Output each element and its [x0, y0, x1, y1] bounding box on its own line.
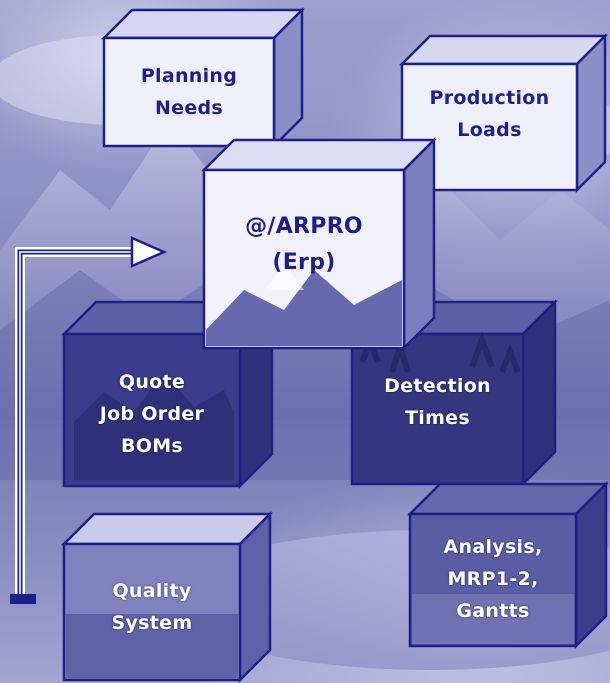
analysis-line2: MRP1-2, [447, 568, 539, 590]
quote-line3: BOMs [120, 435, 184, 457]
quote-line1: Quote [118, 371, 186, 393]
cube-quality-system: Quality System [60, 510, 274, 683]
planning-line1: Planning [140, 65, 238, 87]
production-line2: Loads [457, 119, 522, 141]
center-line1: @/ARPRO [245, 214, 363, 239]
center-line2: (Erp) [272, 250, 336, 275]
analysis-line3: Gantts [456, 600, 530, 622]
cube-production-loads: Production Loads [398, 32, 609, 196]
planning-line2: Needs [154, 97, 224, 119]
detection-line1: Detection [384, 375, 491, 397]
quality-line1: Quality [112, 580, 192, 602]
cube-analysis-mrp-gantts: Analysis, MRP1-2, Gantts [406, 480, 610, 650]
quote-line2: Job Order [99, 403, 205, 425]
quality-line2: System [111, 612, 193, 634]
production-line1: Production [429, 87, 550, 109]
cube-planning-needs: Planning Needs [100, 6, 306, 170]
cube-arpro-erp: @/ARPRO (Erp) [200, 136, 438, 352]
analysis-line1: Analysis, [443, 536, 543, 558]
detection-line2: Times [405, 407, 470, 429]
arrow-head-icon [130, 236, 168, 268]
